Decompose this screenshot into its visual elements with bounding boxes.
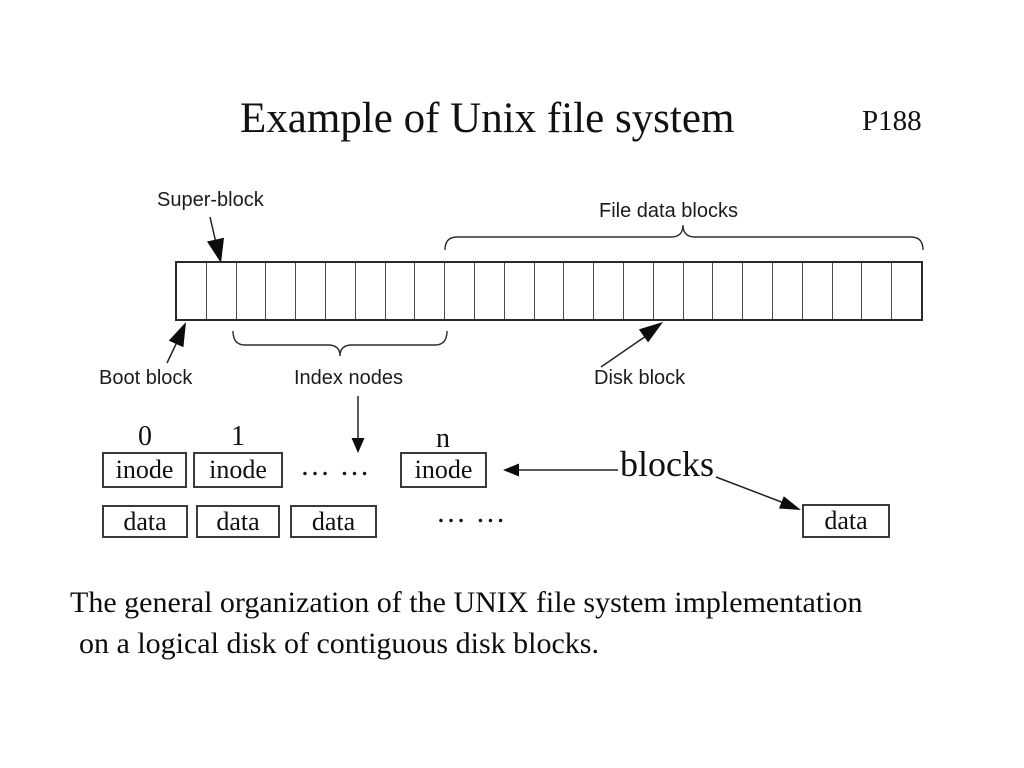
- boot-block-arrow: [166, 322, 186, 364]
- index-nodes-brace: [232, 330, 448, 357]
- disk-block-cell: [207, 263, 237, 319]
- caption-line-1: The general organization of the UNIX fil…: [70, 586, 863, 619]
- data-box: data: [102, 505, 188, 538]
- disk-block-cell: [803, 263, 833, 319]
- disk-block-cell: [475, 263, 505, 319]
- inode-box: inode: [102, 452, 187, 488]
- disk-block-cell: [892, 263, 921, 319]
- inode-index-1: 1: [231, 421, 245, 452]
- disk-block-cell: [445, 263, 475, 319]
- disk-block-cell: [177, 263, 207, 319]
- disk-block-cell: [564, 263, 595, 319]
- disk-block-cell: [266, 263, 297, 319]
- inode-index-0: 0: [138, 421, 152, 452]
- disk-block-cell: [594, 263, 624, 319]
- slide-title: Example of Unix file system: [240, 95, 735, 142]
- data-box: data: [802, 504, 890, 538]
- index-nodes-label: Index nodes: [294, 367, 403, 389]
- disk-block-cell: [505, 263, 535, 319]
- data-box: data: [290, 505, 377, 538]
- inode-box: inode: [193, 452, 283, 488]
- disk-block-cell: [654, 263, 684, 319]
- disk-block-cell: [326, 263, 356, 319]
- caption-line-2: on a logical disk of contiguous disk blo…: [79, 627, 599, 660]
- disk-block-cell: [713, 263, 744, 319]
- disk-block-cell: [684, 263, 714, 319]
- disk-block-cell: [743, 263, 773, 319]
- file-data-blocks-label: File data blocks: [599, 200, 738, 222]
- disk-block-arrow: [600, 322, 663, 368]
- boot-block-label: Boot block: [99, 367, 193, 389]
- inode-box: inode: [400, 452, 487, 488]
- disk-block-strip: [175, 261, 923, 321]
- disk-block-cell: [356, 263, 386, 319]
- disk-block-cell: [862, 263, 893, 319]
- disk-block-cell: [833, 263, 863, 319]
- disk-block-cell: [535, 263, 565, 319]
- index-nodes-arrow: [351, 396, 365, 453]
- blocks-to-inode-arrow: [503, 463, 618, 477]
- disk-block-cell: [415, 263, 446, 319]
- data-box: data: [196, 505, 280, 538]
- disk-block-cell: [237, 263, 267, 319]
- super-block-label: Super-block: [157, 189, 264, 211]
- inode-row-ellipsis: … …: [300, 449, 371, 482]
- disk-block-cell: [773, 263, 803, 319]
- disk-block-cell: [296, 263, 326, 319]
- data-row-ellipsis: … …: [436, 496, 507, 529]
- page-reference: P188: [862, 105, 922, 137]
- disk-block-cell: [386, 263, 416, 319]
- blocks-to-data-arrow: [715, 476, 801, 510]
- disk-block-cell: [624, 263, 654, 319]
- super-block-arrow: [207, 216, 224, 263]
- file-data-blocks-brace: [444, 224, 924, 251]
- disk-block-label: Disk block: [594, 367, 686, 389]
- inode-index-n: n: [436, 423, 450, 454]
- caption: The general organization of the UNIX fil…: [70, 582, 863, 664]
- blocks-label: blocks: [620, 444, 714, 484]
